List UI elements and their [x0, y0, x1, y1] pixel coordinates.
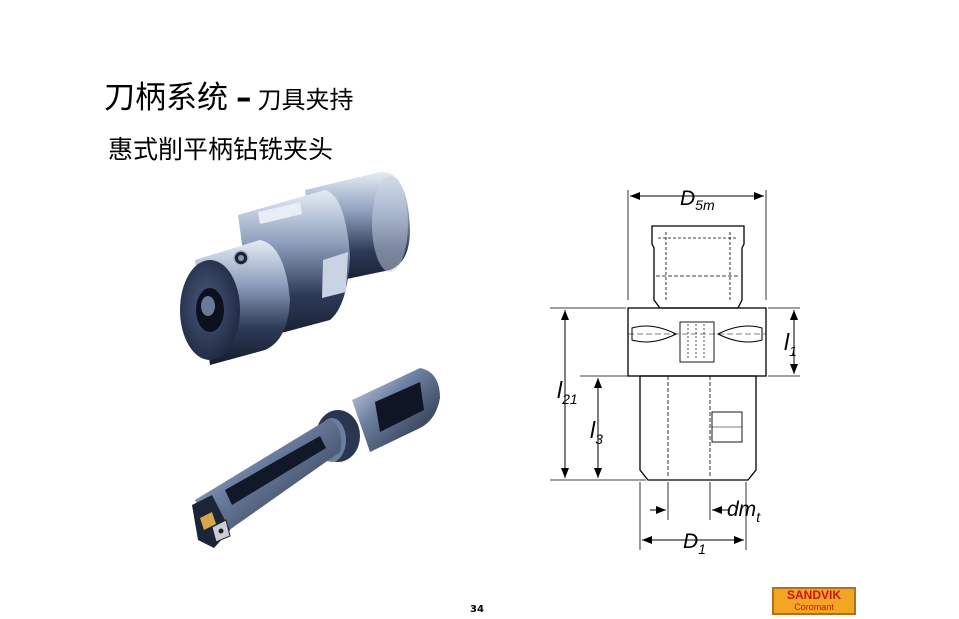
dimension-arrows — [561, 192, 798, 544]
label-l21: l21 — [557, 377, 578, 407]
title-dash: – — [236, 80, 252, 116]
label-l3: l3 — [590, 417, 603, 447]
slide-title: 刀柄系统–刀具夹持 — [104, 72, 354, 117]
collet-holder-image — [180, 171, 410, 365]
sandvik-logo: SANDVIK Coromant — [772, 587, 856, 615]
page-number: 34 — [470, 604, 484, 615]
drill-image — [192, 368, 440, 548]
label-l1: l1 — [784, 329, 797, 359]
label-dmt: dmt — [727, 498, 761, 525]
technical-drawing — [550, 190, 800, 550]
label-d5m: D5m — [680, 187, 715, 213]
logo-sub: Coromant — [794, 602, 834, 612]
title-sub: 刀具夹持 — [257, 86, 354, 114]
slide-subtitle: 惠式削平柄钻铣夹头 — [108, 135, 334, 164]
logo-brand: SANDVIK — [786, 588, 841, 602]
title-main: 刀柄系统 — [104, 80, 228, 116]
label-d1: D1 — [683, 530, 706, 557]
